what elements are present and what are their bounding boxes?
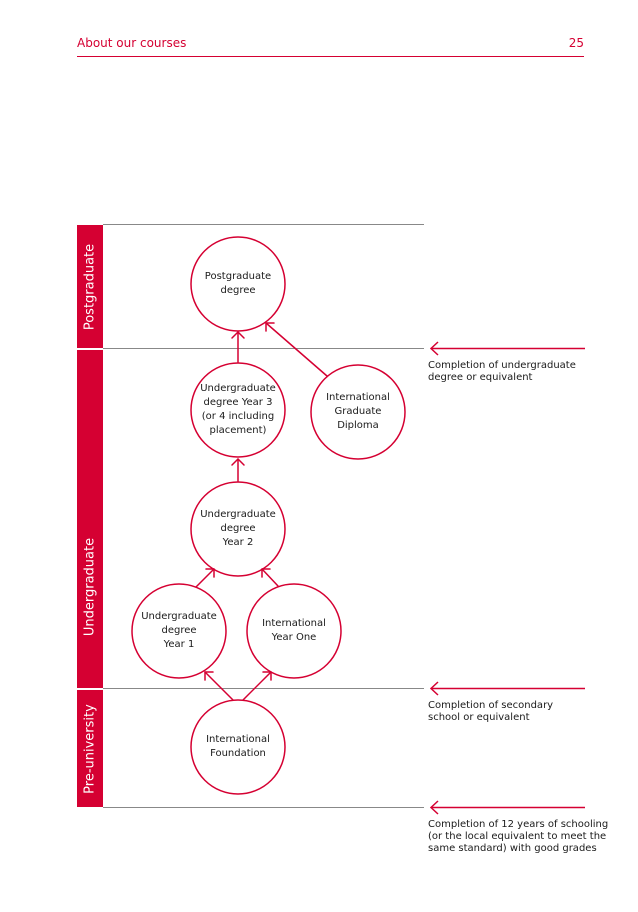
node-circle-international-year-one [246, 583, 342, 679]
arrow-foundation-to-year1 [204, 671, 234, 701]
node-circle-undergraduate-year3 [190, 362, 286, 458]
node-circle-international-graduate-diploma [310, 364, 406, 460]
arrow-year2-to-year3 [231, 458, 245, 482]
node-postgraduate-degree: Postgraduate degree [204, 271, 272, 296]
milestone-arrow-schooling [429, 800, 585, 815]
milestone-secondary-completion: Completion of secondary school or equiva… [428, 700, 554, 723]
node-undergraduate-year1: Undergraduate degree Year 1 [141, 611, 217, 650]
header-rule [77, 56, 584, 57]
milestone-arrow-undergraduate [429, 341, 585, 356]
stage-band-pre-university: Pre-university [77, 690, 103, 807]
node-circle-postgraduate-degree [190, 236, 286, 332]
node-circle-undergraduate-year2 [190, 481, 286, 577]
node-circle-international-foundation [190, 699, 286, 795]
milestone-schooling-completion: Completion of 12 years of schooling (or … [428, 819, 609, 854]
arrow-year1-to-year2 [195, 568, 215, 588]
milestone-arrow-secondary [429, 681, 585, 696]
arrow-year3-to-postgraduate [231, 331, 245, 363]
stage-band-postgraduate: Postgraduate [77, 225, 103, 348]
arrow-yearone-to-year2 [261, 568, 279, 587]
page-number: 25 [568, 36, 584, 50]
header-title: About our courses [77, 36, 187, 50]
node-undergraduate-year2: Undergraduate degree Year 2 [200, 509, 276, 548]
node-undergraduate-year3: Undergraduate degree Year 3 (or 4 includ… [200, 383, 276, 436]
node-international-year-one: International Year One [262, 618, 326, 643]
arrow-diploma-to-postgraduate [265, 322, 328, 377]
node-circle-undergraduate-year1 [131, 583, 227, 679]
arrow-foundation-to-yearone [242, 671, 272, 701]
node-international-foundation: International Foundation [206, 734, 270, 759]
node-international-graduate-diploma: International Graduate Diploma [326, 392, 390, 431]
stage-band-undergraduate: Undergraduate [77, 350, 103, 688]
milestone-undergraduate-completion: Completion of undergraduate degree or eq… [428, 360, 576, 383]
